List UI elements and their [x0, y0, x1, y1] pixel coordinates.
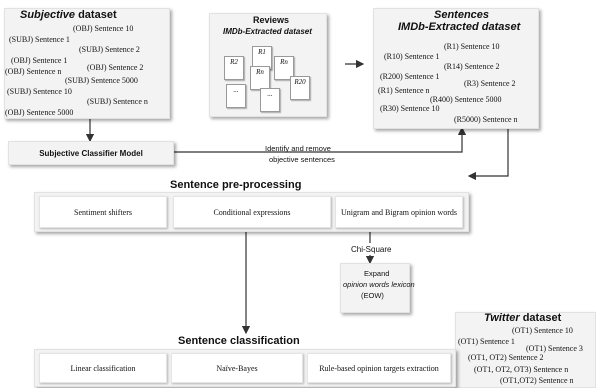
- subjective-dataset-title: Subjective dataset: [20, 9, 117, 21]
- expand-line3: (EOW): [361, 291, 384, 300]
- review-doc-rn-a: Rn: [250, 66, 270, 90]
- cell-unigram-bigram: Unigram and Bigram opinion words: [335, 196, 463, 228]
- sentences-line-7: (R30) Sentence 10: [380, 104, 440, 113]
- subjective-line-6: (SUBJ) Sentence 5000: [65, 76, 138, 85]
- subjective-line-4: (OBJ) Sentence 2: [87, 63, 144, 72]
- review-doc-r2: R2: [224, 56, 244, 80]
- twitter-line-5: (OT1,OT2) Sentence n: [500, 376, 574, 385]
- subjective-dataset-box: Subjective dataset (OBJ) Sentence 10 (SU…: [4, 8, 170, 119]
- subjective-line-2: (SUBJ) Sentence 2: [79, 45, 140, 54]
- twitter-line-3: (OT1, OT2) Sentence 2: [468, 353, 544, 362]
- twitter-dataset-box: Twitter dataset (OT1) Sentence 10 (OT1) …: [455, 312, 596, 388]
- arrow-sentences-to-preprocessing: [467, 128, 509, 181]
- expand-line2: opinion words lexicon: [343, 280, 415, 289]
- reviews-subtitle: IMDb-Extracted dataset: [223, 27, 312, 36]
- preprocessing-title: Sentence pre-processing: [170, 179, 302, 191]
- reviews-box: Reviews IMDb-Extracted dataset R2 R1 Rn …: [209, 13, 327, 117]
- cell-rule-based: Rule-based opinion targets extraction: [307, 353, 451, 383]
- sentences-line-8: (R5000) Sentence n: [454, 115, 518, 124]
- identify-line2: objective sentences: [269, 155, 335, 164]
- sentences-subtitle: IMDb-Extracted dataset: [398, 21, 521, 33]
- sentences-line-5: (R1) Sentence n: [378, 86, 430, 95]
- subjective-line-5: (OBJ) Sentence n: [5, 67, 62, 76]
- subjective-line-9: (OBJ) Sentence 5000: [5, 108, 74, 117]
- subjective-line-3: (OBJ) Sentence 1: [11, 56, 68, 65]
- sentences-line-2: (R14) Sentence 2: [444, 62, 500, 71]
- expand-eow-box: Expand opinion words lexicon (EOW): [340, 263, 415, 313]
- twitter-line-1: (OT1) Sentence 1: [458, 337, 515, 346]
- arrow-classifier-to-sentences: [172, 126, 467, 153]
- identify-line1: Identify and remove: [265, 144, 331, 153]
- sentences-line-0: (R1) Sentence 10: [444, 42, 500, 51]
- subjective-line-0: (OBJ) Sentence 10: [73, 24, 134, 33]
- twitter-line-0: (OT1) Sentence 10: [512, 326, 573, 335]
- sentences-line-3: (R200) Sentence 1: [380, 72, 440, 81]
- expand-line1: Expand: [364, 269, 390, 278]
- sentences-line-1: (R10) Sentence 1: [384, 52, 440, 61]
- subjective-line-1: (SUBJ) Sentence 1: [9, 35, 70, 44]
- preprocessing-box: Sentiment shifters Conditional expressio…: [34, 192, 469, 232]
- twitter-dataset-title: Twitter dataset: [484, 312, 562, 324]
- sentences-line-4: (R3) Sentence 2: [464, 79, 516, 88]
- classifier-box: Subjective Classifier Model: [8, 141, 174, 165]
- cell-naive-bayes: Naïve-Bayes: [171, 353, 303, 383]
- subjective-line-7: (SUBJ) Sentence 10: [7, 87, 72, 96]
- sentences-box: Sentences IMDb-Extracted dataset (R1) Se…: [373, 8, 539, 129]
- classification-box: Linear classification Naïve-Bayes Rule-b…: [34, 349, 456, 387]
- cell-linear-classification: Linear classification: [39, 353, 167, 383]
- twitter-line-4: (OT1, OT2, OT3) Sentence n: [474, 365, 569, 374]
- cell-sentiment-shifters: Sentiment shifters: [39, 196, 167, 228]
- subjective-line-8: (SUBJ) Sentence n: [87, 97, 148, 106]
- chisquare-label: Chi-Square: [351, 245, 392, 254]
- sentences-title: Sentences: [434, 9, 490, 21]
- cell-conditional-expressions: Conditional expressions: [173, 196, 331, 228]
- twitter-line-2: (OT1) Sentence 3: [526, 344, 583, 353]
- classification-title: Sentence classification: [178, 335, 300, 347]
- review-doc-ellipsis-a: ...: [226, 84, 246, 108]
- review-doc-rn-b: Rn: [274, 56, 294, 80]
- review-doc-r1: R1: [252, 46, 272, 70]
- reviews-title: Reviews: [253, 15, 290, 25]
- sentences-line-6: (R400) Sentence 5000: [430, 95, 502, 104]
- classifier-label: Subjective Classifier Model: [39, 148, 143, 158]
- review-doc-ellipsis-b: ...: [260, 88, 280, 112]
- review-doc-r20: R20: [290, 76, 310, 100]
